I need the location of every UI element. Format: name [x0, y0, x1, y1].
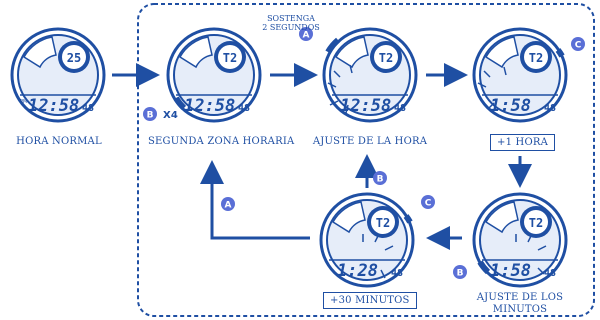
watch-pm-indicator: PM	[20, 99, 27, 105]
svg-text:B: B	[457, 269, 464, 279]
watch-time-readout: 12:58	[28, 96, 79, 116]
caption-plus-hour: +1 HORA	[490, 134, 555, 151]
button-badge-b-second-zone: B	[143, 107, 157, 121]
svg-text:B: B	[377, 175, 384, 185]
button-a-highlight-hour-adjust	[325, 37, 341, 54]
caption-second-zone: SEGUNDA ZONA HORARIA	[148, 136, 295, 147]
watch-time-readout: 1:28	[337, 261, 378, 281]
button-badge-b-up-arrow: B	[373, 171, 387, 185]
svg-text:C: C	[575, 41, 582, 51]
watch-plus-hour	[472, 27, 568, 123]
watch-minute-adjust	[472, 192, 568, 288]
watch-seconds-readout: 48	[238, 103, 250, 114]
caption-normal-time: HORA NORMAL	[16, 136, 102, 147]
caption-plus-30: +30 MINUTOS	[323, 292, 417, 309]
watch-plus-30	[319, 192, 415, 288]
svg-text:A: A	[303, 31, 310, 41]
watch-time-readout: 12:58	[340, 96, 391, 116]
button-badge-c-plus-hour: C	[571, 37, 585, 51]
watch-subdial-readout: T2	[529, 216, 543, 230]
press-count-x4: X4	[163, 110, 179, 121]
button-badge-c-plus-30: C	[421, 195, 435, 209]
watch-seconds-readout: 48	[82, 103, 94, 114]
button-c-highlight-plus-30	[403, 214, 413, 224]
button-badge-a-return-arrow: A	[221, 197, 235, 211]
button-badge-a-hour-adjust: A	[299, 27, 313, 41]
watch-seconds-readout: 48	[391, 268, 403, 279]
watch-subdial-readout: T2	[376, 216, 390, 230]
watch-time-readout: 12:58	[184, 96, 235, 116]
watch-seconds-readout: 48	[544, 103, 556, 114]
watch-seconds-readout: 48	[544, 268, 556, 279]
caption-hour-adjust: AJUSTE DE LA HORA	[312, 136, 428, 147]
watch-time-readout: 1:58	[490, 96, 531, 116]
svg-text:C: C	[425, 199, 432, 209]
watch-subdial-readout: T2	[379, 51, 393, 65]
watch-seconds-readout: 48	[394, 103, 406, 114]
watch-time-readout: 1:58	[490, 261, 531, 281]
watch-subdial-readout: T2	[529, 51, 543, 65]
arrow-return-to-second-zone	[200, 160, 310, 240]
mode-panel-border	[137, 3, 595, 317]
button-b-highlight-minute-adjust	[477, 260, 491, 275]
watch-subdial-readout: 25	[67, 51, 81, 65]
watch-subdial-readout: T2	[223, 51, 237, 65]
button-badge-b-minute-adjust: B	[453, 265, 467, 279]
note-hold-two-seconds: SOSTENGA 2 SEGUNDOS	[262, 14, 320, 32]
svg-text:B: B	[147, 111, 154, 121]
watch-hour-adjust	[322, 27, 418, 123]
button-b-highlight-second-zone	[173, 96, 187, 111]
caption-minute-adjust: AJUSTE DE LOS MINUTOS	[476, 292, 564, 315]
button-c-highlight-plus-hour	[555, 48, 565, 58]
svg-text:A: A	[225, 201, 232, 211]
